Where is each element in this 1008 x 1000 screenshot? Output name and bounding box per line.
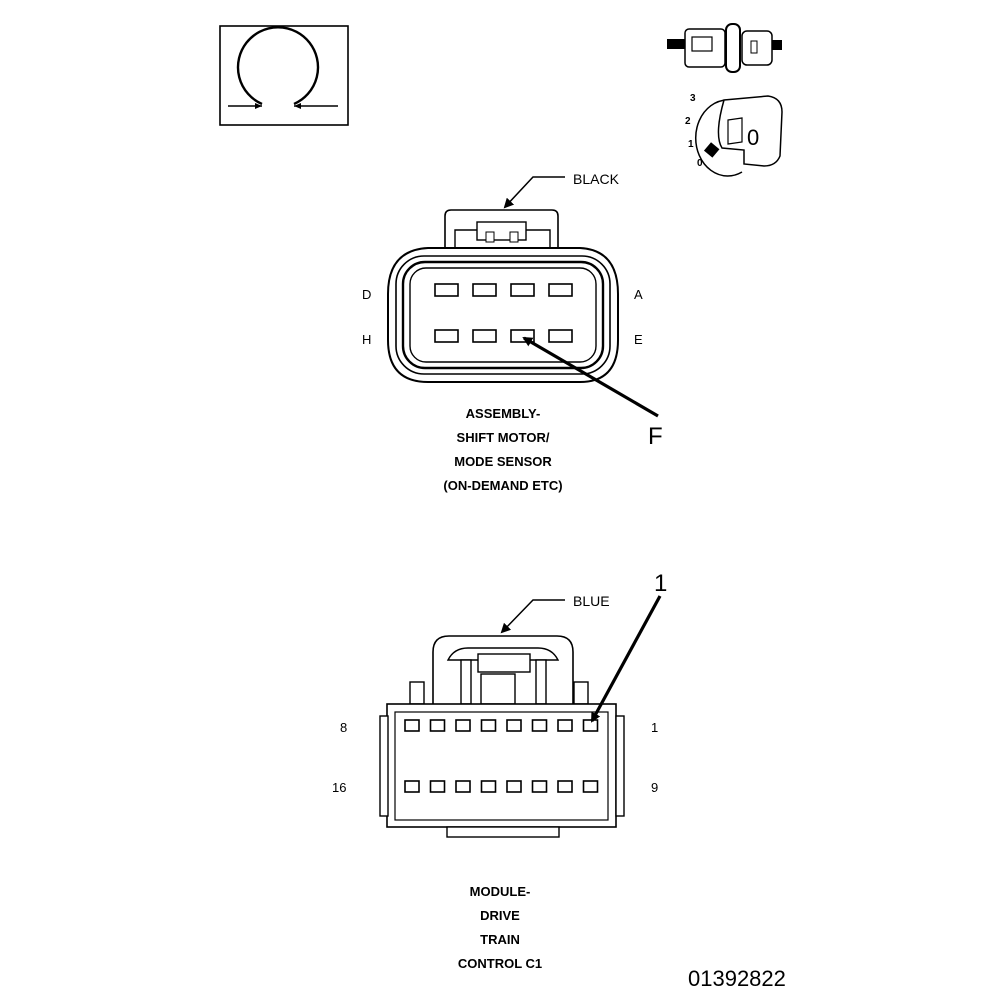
pin-e	[548, 329, 573, 343]
pin-3	[531, 719, 548, 732]
connector1-caption-line1: ASSEMBLY-	[466, 406, 541, 421]
connector-black: D A H E BLACK F ASSEMBLY- SHIFT MOTOR/ M…	[362, 171, 663, 493]
connector2-caption-line2: DRIVE	[480, 908, 520, 923]
pin-label-h: H	[362, 332, 371, 347]
ignition-position-1: 1	[688, 139, 694, 150]
pin-label-d: D	[362, 287, 371, 302]
pin-6	[455, 719, 471, 732]
pin-label-8: 8	[340, 720, 347, 735]
pin-16	[404, 780, 420, 793]
pin-label-a: A	[634, 287, 643, 302]
connector2-caption-line1: MODULE-	[470, 884, 531, 899]
ohmmeter-icon	[219, 25, 349, 126]
pin-b	[510, 283, 535, 297]
pin-label-9: 9	[651, 780, 658, 795]
pin-11	[531, 780, 548, 793]
pin-c	[472, 283, 497, 297]
pin-9	[582, 780, 599, 793]
connector1-caption-line4: (ON-DEMAND ETC)	[443, 478, 562, 493]
ignition-key-value: 0	[747, 125, 759, 150]
connector-blue-pins	[404, 719, 599, 793]
pin-label-1: 1	[651, 720, 658, 735]
ignition-position-0: 0	[697, 158, 703, 169]
connector2-caption-line3: TRAIN	[480, 932, 520, 947]
disconnect-icon	[667, 23, 782, 73]
connector1-caption-line3: MODE SENSOR	[454, 454, 552, 469]
pin-g	[472, 329, 497, 343]
pin-8	[404, 719, 420, 732]
pin-14	[455, 780, 471, 793]
color-callout-blue: BLUE	[573, 593, 610, 609]
color-callout-leader	[503, 176, 565, 209]
connector2-caption-line4: CONTROL C1	[458, 956, 542, 971]
pin-1	[582, 719, 599, 732]
connector-blue: 8 1 16 9 BLUE 1 MODULE- DRIVE TRAIN CONT…	[332, 570, 667, 971]
pin-d	[434, 283, 459, 297]
figure-id: 01392822	[688, 966, 786, 991]
pin-label-16: 16	[332, 780, 346, 795]
pin-f-callout: F	[648, 423, 663, 450]
color-callout-black: BLACK	[573, 171, 620, 187]
pin-4	[506, 719, 522, 732]
pin-15	[429, 780, 446, 793]
pin-label-e: E	[634, 332, 643, 347]
pin-1-callout-leader	[590, 595, 662, 723]
pin-1-callout: 1	[654, 570, 667, 597]
ignition-position-2: 2	[685, 116, 691, 127]
ignition-position-3: 3	[690, 93, 696, 104]
pin-7	[429, 719, 446, 732]
pin-13	[480, 780, 497, 793]
pin-a	[548, 283, 573, 297]
pin-10	[557, 780, 573, 793]
connector1-caption-line2: SHIFT MOTOR/	[457, 430, 550, 445]
color-callout-leader	[500, 599, 565, 634]
pin-f-callout-leader	[522, 336, 659, 418]
pin-h	[434, 329, 459, 343]
ignition-switch-icon: 3 2 1 0 0	[685, 93, 783, 177]
pin-2	[557, 719, 573, 732]
pin-12	[506, 780, 522, 793]
pin-5	[480, 719, 497, 732]
